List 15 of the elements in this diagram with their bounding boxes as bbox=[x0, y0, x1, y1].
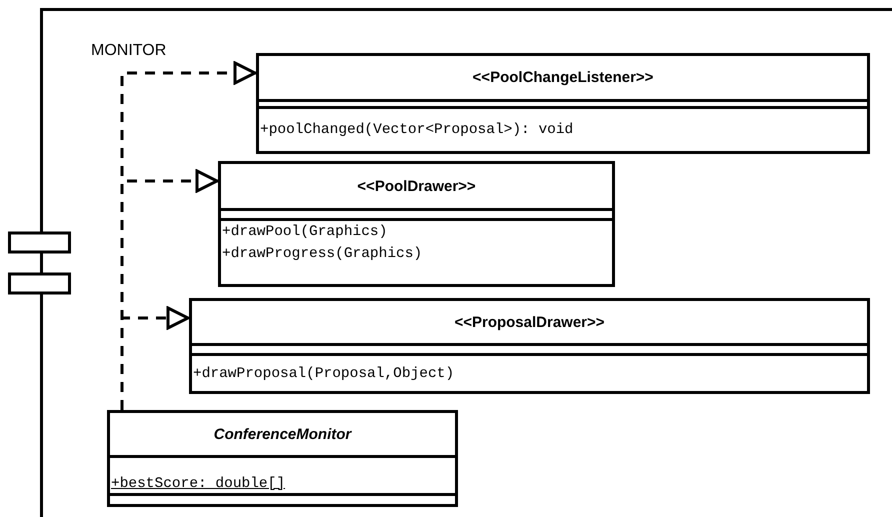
class-name: <<ProposalDrawer>> bbox=[454, 314, 605, 330]
class-box bbox=[256, 53, 870, 154]
class-name: <<PoolDrawer>> bbox=[357, 178, 476, 194]
class-box bbox=[218, 161, 615, 287]
method-text: +drawPool(Graphics) bbox=[221, 223, 388, 242]
class-name: <<PoolChangeListener>> bbox=[472, 69, 654, 86]
component-name: MONITOR bbox=[91, 42, 166, 60]
class-name: ConferenceMonitor bbox=[214, 426, 352, 442]
class-box bbox=[189, 298, 870, 394]
class-box bbox=[107, 410, 458, 507]
method-text: +drawProposal(Proposal,Object) bbox=[192, 364, 456, 384]
attribute-text: +bestScore: double[] bbox=[110, 475, 286, 493]
method-text: +poolChanged(Vector<Proposal>): void bbox=[259, 121, 574, 140]
method-text: +drawProgress(Graphics) bbox=[221, 245, 424, 264]
component-box bbox=[40, 8, 892, 517]
